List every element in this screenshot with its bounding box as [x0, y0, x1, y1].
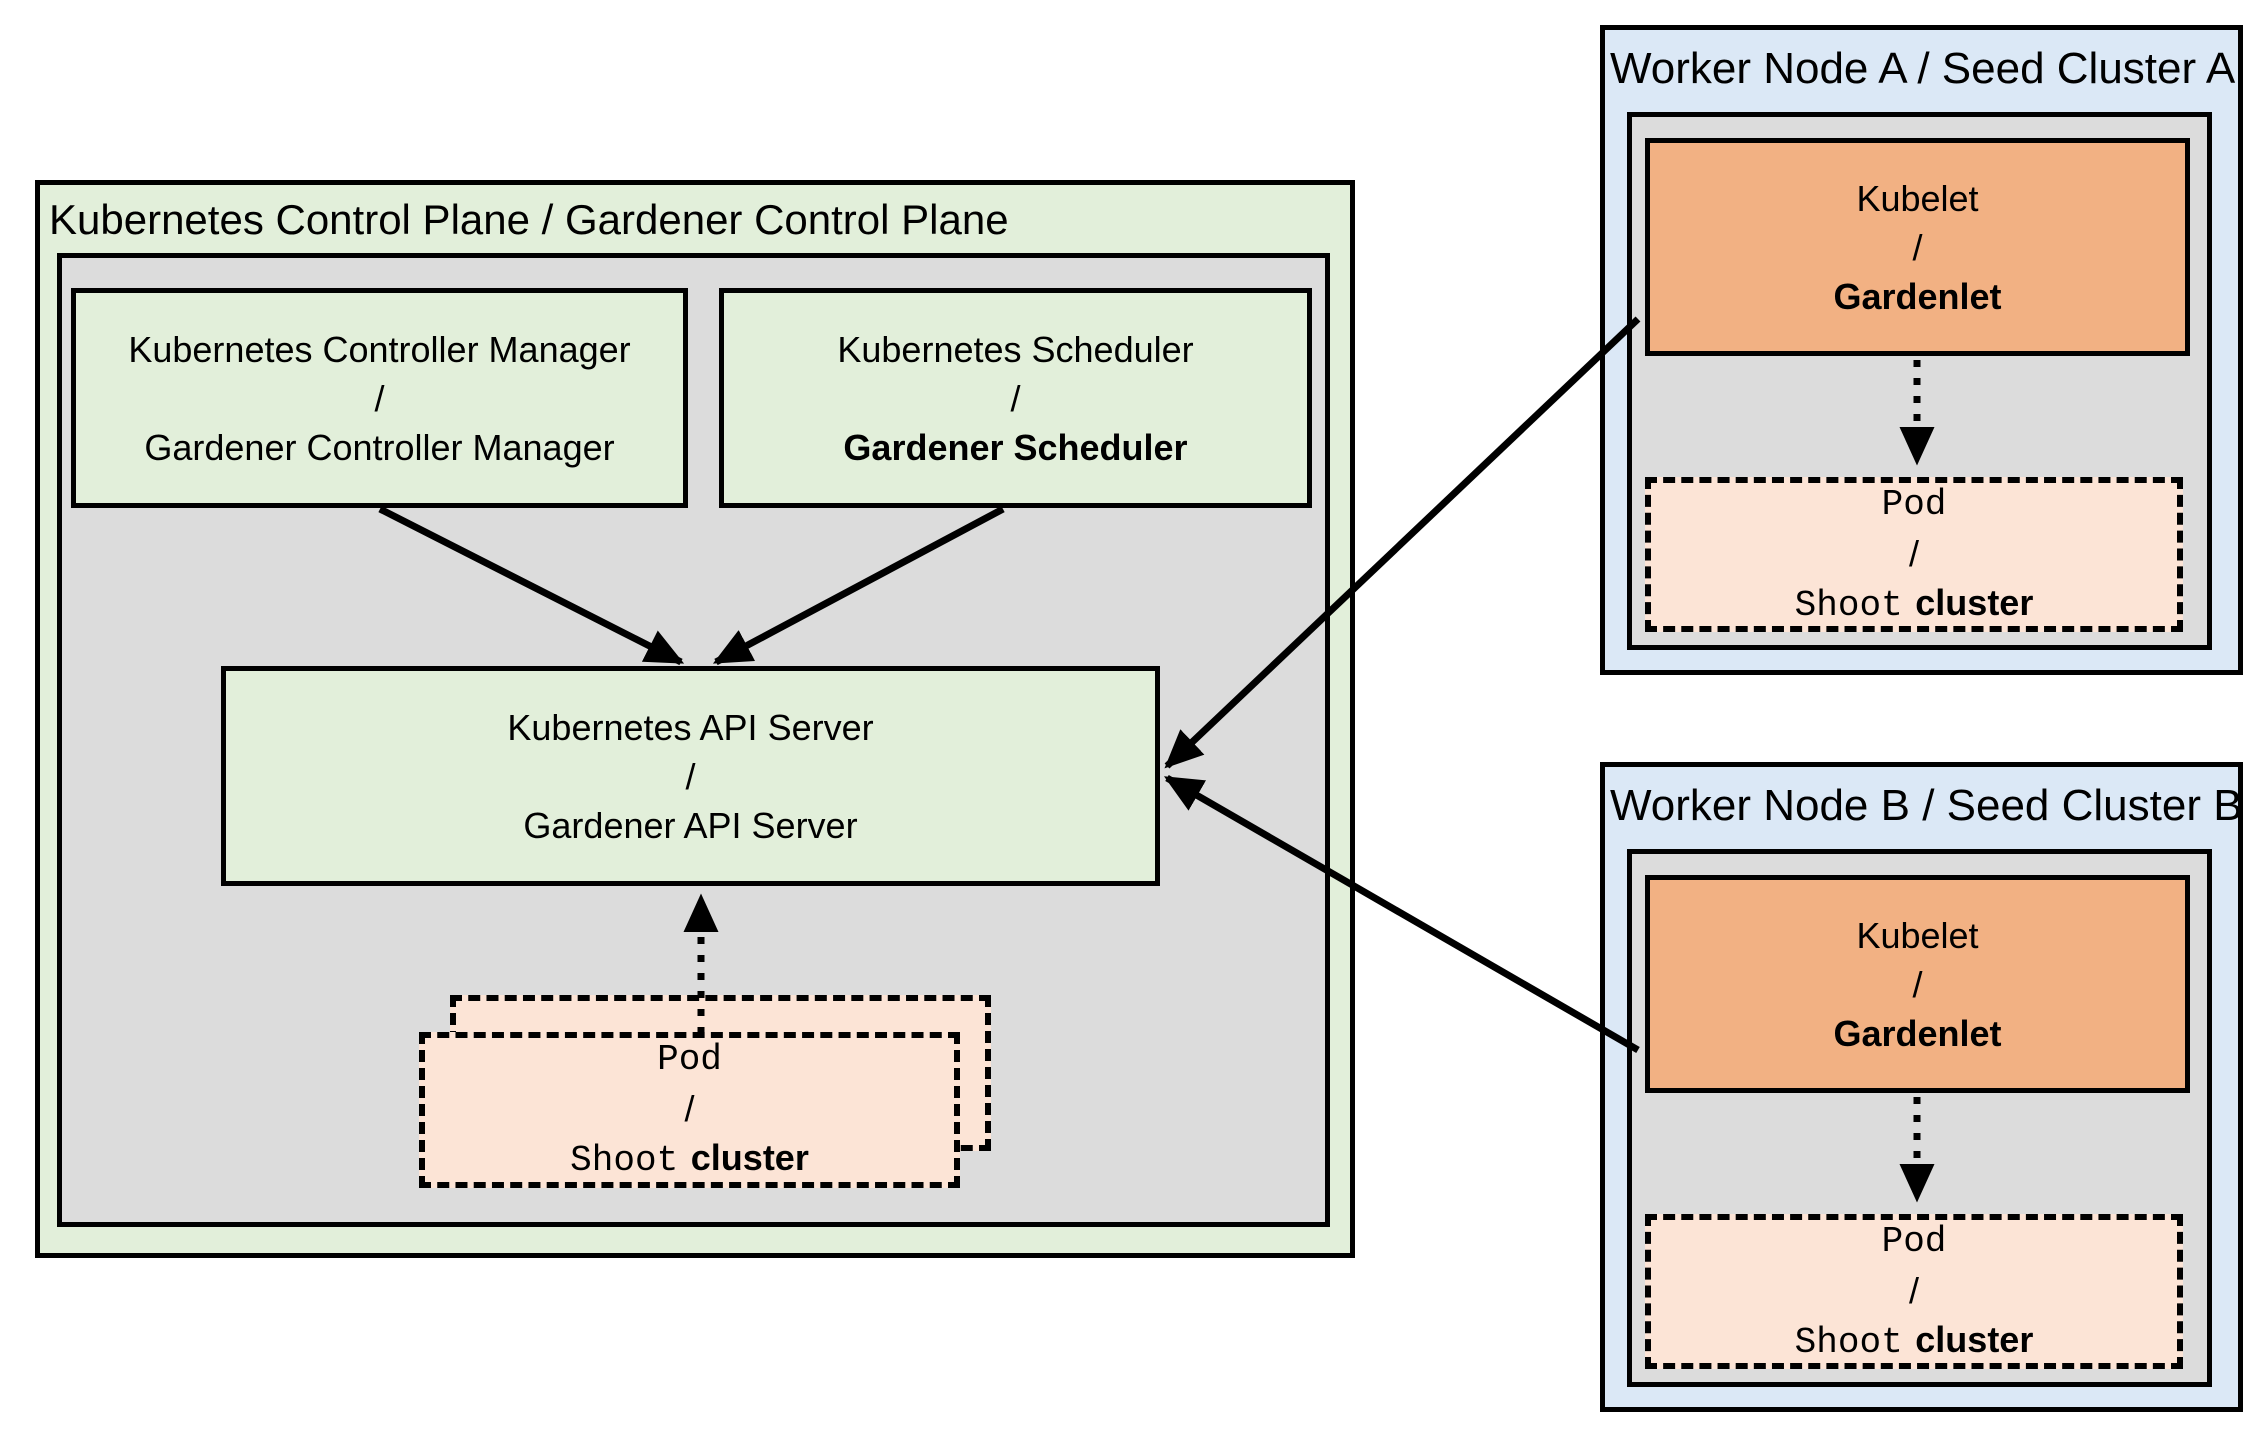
worker-node-b-title: Worker Node B / Seed Cluster B [1610, 781, 2243, 830]
kubelet-b-separator: / [1912, 963, 1923, 1005]
controller-manager-line2: Gardener Controller Manager [144, 426, 615, 468]
pod-separator: / [684, 1088, 695, 1129]
pod-a-line1: Pod [1881, 483, 1947, 525]
worker-node-a-kubelet-box: Kubelet / Gardenlet [1645, 138, 2190, 356]
worker-node-a-kubelet-label: Kubelet / Gardenlet [1650, 143, 2185, 351]
kubelet-a-line2: Gardenlet [1833, 275, 2002, 317]
pod-a-line2: Shoot cluster [1795, 578, 2034, 630]
worker-node-b-pod-label: Pod / Shoot cluster [1651, 1220, 2177, 1363]
controller-manager-line1: Kubernetes Controller Manager [128, 328, 631, 370]
pod-a-line2-cluster: cluster [1915, 581, 2034, 623]
pod-b-line2-cluster: cluster [1915, 1318, 2034, 1360]
pod-a-separator: / [1908, 532, 1919, 574]
kubelet-b-line1: Kubelet [1856, 914, 1979, 956]
pod-line1: Pod [657, 1039, 722, 1080]
worker-node-b-kubelet-box: Kubelet / Gardenlet [1645, 875, 2190, 1093]
controller-manager-label: Kubernetes Controller Manager / Gardener… [76, 293, 683, 503]
scheduler-separator: / [1010, 377, 1021, 419]
scheduler-line2: Gardener Scheduler [843, 426, 1188, 468]
pod-b-line2-shoot: Shoot [1794, 1321, 1903, 1363]
kubelet-b-line2: Gardenlet [1833, 1012, 2002, 1054]
pod-a-line2-shoot: Shoot [1794, 584, 1903, 626]
control-plane-pod-label: Pod / Shoot cluster [425, 1038, 954, 1182]
controller-manager-box: Kubernetes Controller Manager / Gardener… [71, 288, 688, 508]
kubelet-a-line1: Kubelet [1856, 177, 1979, 219]
pod-b-line2: Shoot cluster [1795, 1315, 2034, 1367]
worker-node-a-pod-label: Pod / Shoot cluster [1651, 483, 2177, 626]
pod-line2: Shoot cluster [570, 1133, 809, 1185]
control-plane-title: Kubernetes Control Plane / Gardener Cont… [49, 196, 1009, 243]
api-server-line2: Gardener API Server [523, 804, 858, 846]
pod-b-separator: / [1908, 1269, 1919, 1311]
api-server-separator: / [685, 755, 696, 797]
api-server-line1: Kubernetes API Server [507, 706, 874, 748]
scheduler-box: Kubernetes Scheduler / Gardener Schedule… [719, 288, 1312, 508]
pod-line2-cluster: cluster [690, 1137, 809, 1178]
pod-line2-shoot: Shoot [570, 1140, 679, 1181]
worker-node-a-pod-box: Pod / Shoot cluster [1645, 477, 2183, 632]
controller-manager-separator: / [374, 377, 385, 419]
kubelet-a-separator: / [1912, 226, 1923, 268]
control-plane-pod-box-front: Pod / Shoot cluster [419, 1032, 960, 1188]
api-server-box: Kubernetes API Server / Gardener API Ser… [221, 666, 1160, 886]
scheduler-line1: Kubernetes Scheduler [837, 328, 1194, 370]
worker-node-b-pod-box: Pod / Shoot cluster [1645, 1214, 2183, 1369]
api-server-label: Kubernetes API Server / Gardener API Ser… [226, 671, 1155, 881]
scheduler-label: Kubernetes Scheduler / Gardener Schedule… [724, 293, 1307, 503]
worker-node-b-kubelet-label: Kubelet / Gardenlet [1650, 880, 2185, 1088]
worker-node-a-title: Worker Node A / Seed Cluster A [1610, 44, 2236, 93]
pod-b-line1: Pod [1881, 1220, 1947, 1262]
